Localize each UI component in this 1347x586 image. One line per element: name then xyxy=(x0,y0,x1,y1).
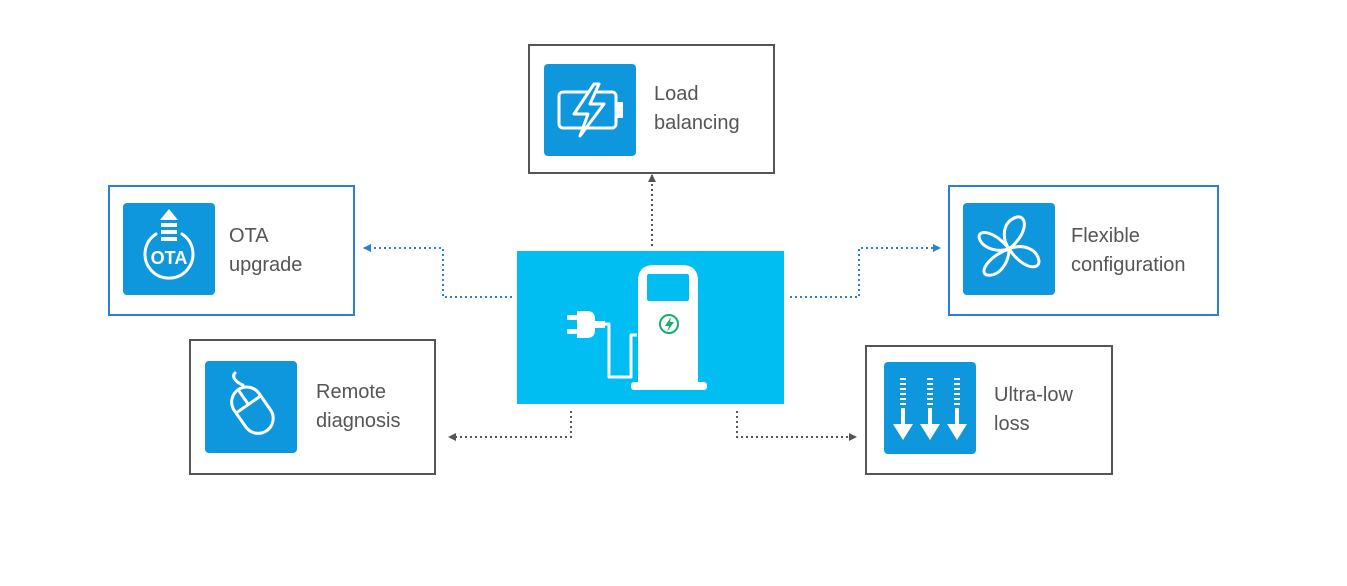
ota-upgrade-icon: OTA xyxy=(143,209,195,280)
connector-to-loss xyxy=(736,411,857,441)
label-line-1: Ultra-low xyxy=(994,384,1073,406)
ota-icon-text: OTA xyxy=(151,248,188,268)
feature-card-flexible-configuration: Flexible configuration xyxy=(948,185,1219,316)
label-line-2: upgrade xyxy=(229,253,303,276)
label-line-2: balancing xyxy=(654,112,740,134)
hub-charger-box xyxy=(517,251,784,404)
tile-load-balancing xyxy=(544,64,636,156)
feature-label-flexible-configuration: Flexible configuration xyxy=(1071,187,1186,314)
label-line-1: Load xyxy=(654,83,699,105)
fan-icon xyxy=(977,215,1041,277)
feature-card-ota-upgrade: OTA OTA upgrade xyxy=(108,185,355,316)
tile-flexible-configuration xyxy=(963,203,1055,295)
mouse-icon xyxy=(230,371,275,435)
down-arrows-icon xyxy=(893,378,967,440)
label-line-2: configuration xyxy=(1071,253,1186,276)
connector-to-ota xyxy=(363,244,512,298)
tile-remote-diagnosis xyxy=(205,361,297,453)
feature-card-ultra-low-loss: Ultra-low loss xyxy=(865,345,1113,475)
ev-charger-icon xyxy=(567,265,707,390)
feature-label-ota-upgrade: OTA upgrade xyxy=(229,187,302,314)
label-line-1: OTA xyxy=(229,224,269,247)
feature-label-load-balancing: Load balancing xyxy=(654,46,740,172)
label-line-2: loss xyxy=(994,413,1030,435)
feature-card-remote-diagnosis: Remote diagnosis xyxy=(189,339,436,475)
connector-to-flex xyxy=(790,244,941,298)
label-line-1: Flexible xyxy=(1071,224,1140,247)
feature-card-load-balancing: Load balancing xyxy=(528,44,775,174)
battery-charging-icon xyxy=(557,82,623,138)
label-line-1: Remote xyxy=(316,381,387,403)
tile-ultra-low-loss xyxy=(884,362,976,454)
label-line-2: diagnosis xyxy=(316,410,401,432)
feature-label-remote-diagnosis: Remote diagnosis xyxy=(316,341,401,473)
feature-label-ultra-low-loss: Ultra-low loss xyxy=(994,347,1073,473)
connector-to-remote xyxy=(448,411,572,441)
tile-ota-upgrade: OTA xyxy=(123,203,215,295)
